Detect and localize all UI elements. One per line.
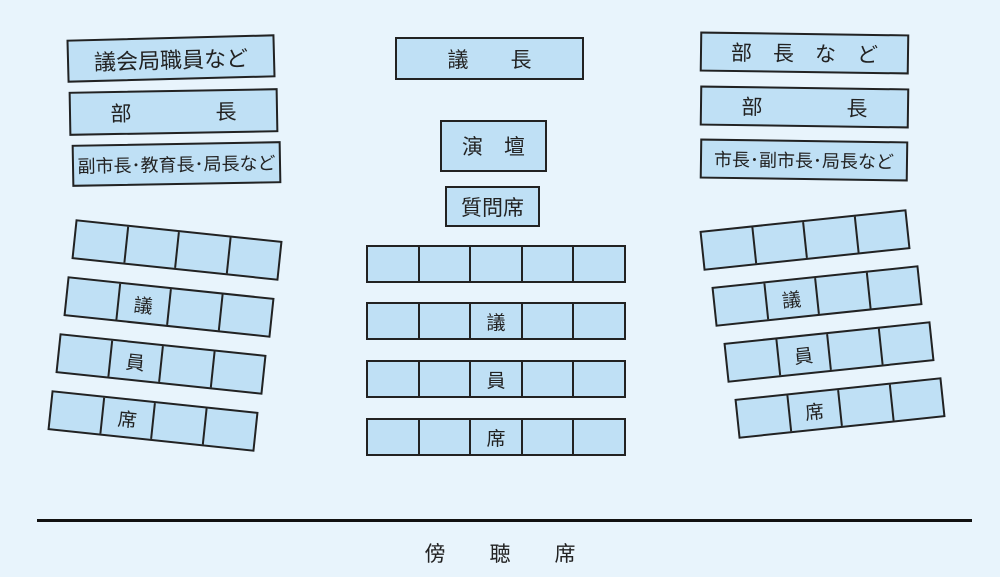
right-member-seat-row: 席 (734, 377, 946, 439)
member-seat (828, 328, 884, 370)
right-directors-label: 部 長 (741, 95, 868, 121)
center-member-seat-row: 員 (366, 360, 626, 398)
question-seat: 質問席 (445, 186, 540, 227)
podium: 演 壇 (440, 120, 547, 172)
member-seat (574, 420, 624, 454)
right-member-seat-row (699, 209, 911, 271)
member-seat (523, 304, 575, 338)
member-seat: 議 (116, 283, 172, 326)
member-seat (368, 420, 420, 454)
member-seat (701, 227, 757, 269)
member-seat (160, 346, 216, 388)
left-directors-label: 部 長 (110, 99, 237, 127)
member-seat (523, 362, 575, 396)
left-member-seat-row (71, 219, 283, 281)
member-seat (368, 247, 420, 281)
member-seat (752, 221, 808, 264)
member-seat (713, 283, 769, 325)
member-seat (420, 420, 472, 454)
council-staff-seat: 議会局職員など (66, 34, 276, 83)
member-seat (855, 211, 908, 252)
member-seat (420, 304, 472, 338)
center-member-seat-row (366, 245, 626, 283)
member-seat (49, 392, 105, 434)
member-seat (890, 379, 943, 420)
member-seat (574, 304, 624, 338)
member-seat: 議 (471, 304, 523, 338)
member-seat (420, 247, 472, 281)
member-seat (804, 216, 860, 258)
right-directors-etc-label: 部 長 な ど (730, 40, 879, 68)
right-directors-seat: 部 長 (699, 85, 910, 129)
member-seat (57, 335, 113, 377)
left-directors-seat: 部 長 (68, 88, 279, 136)
podium-label: 演 壇 (462, 135, 525, 159)
member-seat: 員 (471, 362, 523, 396)
member-seat (523, 420, 575, 454)
chair-label: 議 長 (447, 47, 532, 72)
member-seat (574, 247, 624, 281)
left-member-seat-row: 員 (55, 333, 267, 395)
member-seat (219, 295, 272, 336)
member-seat (152, 403, 208, 445)
center-member-seat-row: 席 (366, 418, 626, 456)
member-seat (867, 267, 920, 308)
member-seat (211, 352, 264, 393)
member-seat (879, 323, 932, 364)
gallery-label: 傍聴席 (424, 542, 620, 566)
member-seat (816, 272, 872, 314)
member-seat (368, 304, 420, 338)
left-member-seat-row: 議 (63, 276, 275, 338)
right-member-seat-row: 員 (723, 321, 935, 383)
chair-seat: 議 長 (395, 37, 584, 80)
member-seat (368, 362, 420, 396)
gallery-divider (37, 519, 972, 522)
member-seat (73, 221, 129, 263)
member-seat (420, 362, 472, 396)
member-seat (203, 409, 256, 450)
member-seat (227, 238, 280, 279)
member-seat (168, 289, 224, 331)
council-staff-label: 議会局職員など (93, 46, 249, 76)
member-seat: 席 (471, 420, 523, 454)
member-seat (124, 226, 180, 269)
member-seat: 員 (108, 340, 164, 383)
member-seat (839, 384, 895, 426)
right-directors-etc-seat: 部 長 な ど (699, 31, 910, 75)
mayor-label: 市長･副市長･局長など (713, 149, 895, 174)
member-seat (523, 247, 575, 281)
member-seat (574, 362, 624, 396)
center-member-seat-row: 議 (366, 302, 626, 340)
member-seat (176, 232, 232, 274)
member-seat: 議 (764, 277, 820, 320)
executives-seat: 副市長･教育長･局長など (71, 141, 282, 187)
member-seat (65, 278, 121, 320)
member-seat: 席 (100, 397, 156, 440)
right-member-seat-row: 議 (711, 265, 923, 327)
member-seat (725, 339, 781, 381)
member-seat: 席 (787, 389, 843, 432)
executives-label: 副市長･教育長･局長など (77, 153, 276, 178)
member-seat (471, 247, 523, 281)
left-member-seat-row: 席 (47, 390, 259, 452)
question-seat-label: 質問席 (461, 195, 524, 220)
member-seat (736, 395, 792, 437)
member-seat: 員 (776, 333, 832, 376)
mayor-seat: 市長･副市長･局長など (699, 138, 909, 182)
